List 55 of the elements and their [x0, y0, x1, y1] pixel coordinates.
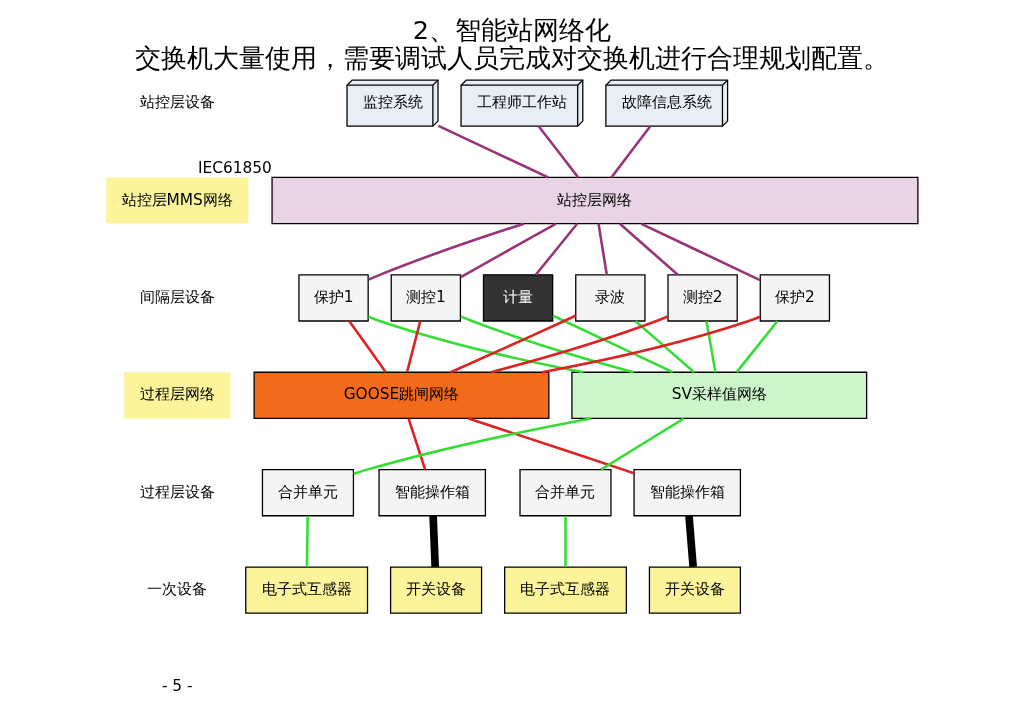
node-box: 录波: [575, 274, 646, 322]
node-box: 合并单元: [261, 469, 355, 517]
node-box: GOOSE跳闸网络: [253, 371, 550, 419]
connector: [610, 125, 652, 179]
node-box: 智能操作箱: [633, 469, 742, 517]
label: 站控层MMS网络: [121, 190, 233, 209]
connector: [348, 320, 387, 373]
node-box: 电子式互感器: [245, 566, 369, 614]
node-box: 保护2: [759, 274, 831, 322]
label: 间隔层设备: [139, 287, 215, 306]
caption: 交换机大量使用，需要调试人员完成对交换机进行合理规划配置。: [135, 43, 889, 74]
label: 过程层网络: [139, 385, 215, 404]
connector: [405, 320, 422, 373]
label: - 5 -: [161, 677, 193, 696]
connector: [685, 515, 697, 568]
connector: [429, 515, 440, 568]
node-box: SV采样值网络: [571, 371, 868, 419]
connector: [407, 418, 427, 470]
connector: [597, 223, 609, 275]
connector: [353, 417, 592, 475]
label: 过程层设备: [139, 482, 215, 501]
connector: [490, 315, 669, 374]
connector: [537, 125, 580, 179]
label: 站控层设备: [139, 93, 215, 112]
connector: [600, 417, 685, 471]
node-box: 测控1: [390, 274, 462, 322]
node-box: 合并单元: [519, 469, 612, 517]
connector: [735, 320, 779, 373]
connector: [468, 417, 635, 475]
node-box: 开关设备: [648, 566, 742, 614]
node-box: 计量: [482, 274, 554, 322]
connector: [705, 320, 717, 373]
node-label: IEC61850: [197, 159, 272, 178]
connector: [541, 315, 761, 374]
connector: [368, 222, 525, 281]
connector: [619, 222, 679, 276]
connector: [450, 314, 577, 374]
node-box: 开关设备: [389, 566, 483, 614]
node-box: 智能操作箱: [378, 469, 487, 517]
connector: [460, 315, 634, 374]
connector: [640, 222, 761, 282]
node-box: 电子式互感器: [504, 566, 627, 614]
connector: [460, 222, 557, 279]
node-box: 保护1: [298, 274, 369, 322]
connector: [368, 315, 584, 374]
connector: [564, 515, 567, 567]
node-box: 站控层网络: [271, 176, 919, 225]
label: 一次设备: [147, 580, 208, 599]
connector: [634, 320, 695, 374]
connector: [437, 124, 549, 179]
node-box: 测控2: [667, 274, 738, 322]
connector: [534, 223, 579, 276]
connector: [552, 314, 674, 374]
diagram-title: 2、智能站网络化: [412, 15, 612, 46]
connector: [305, 515, 309, 567]
